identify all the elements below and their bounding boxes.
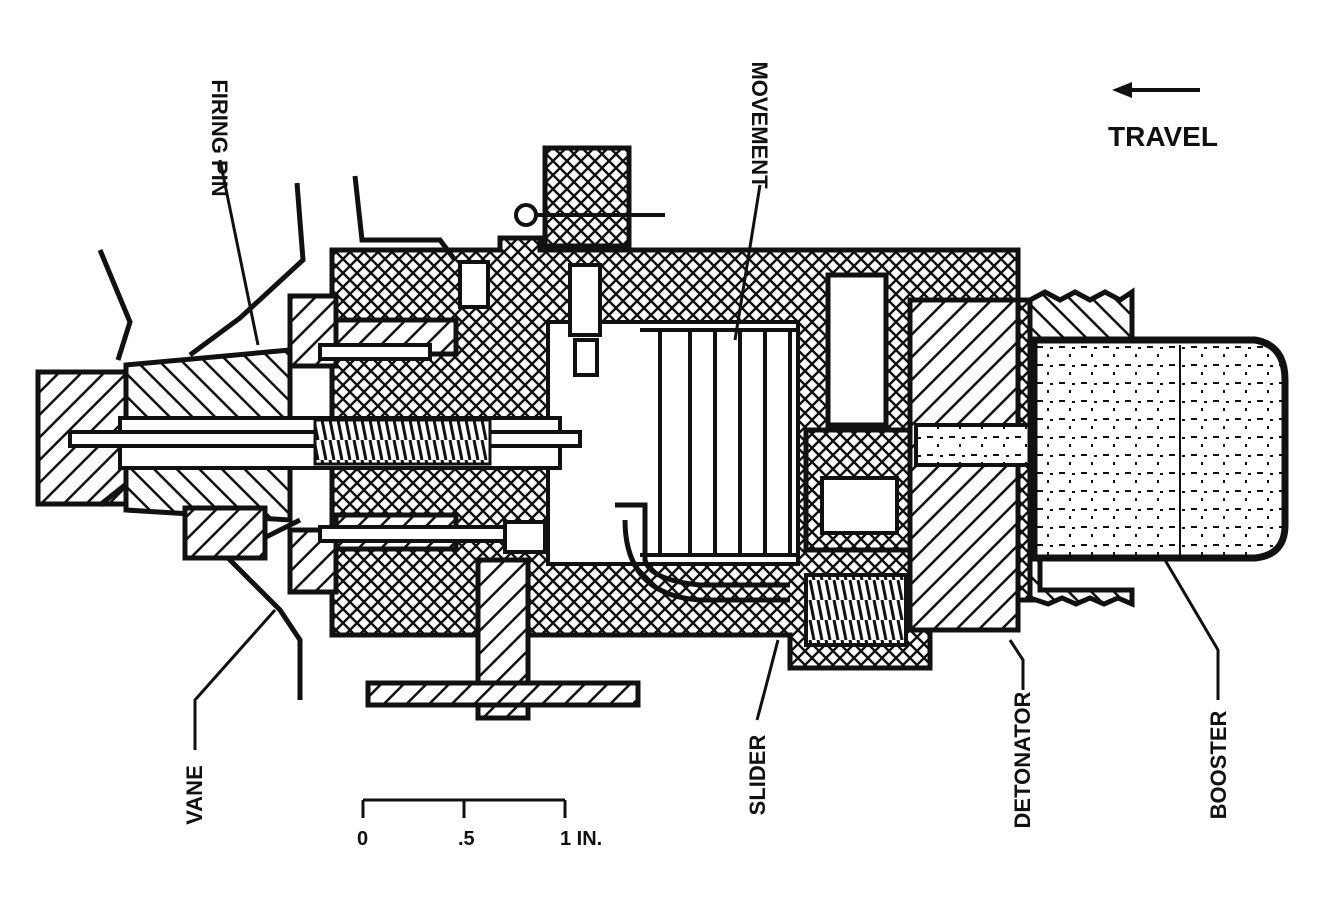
movement-label: MOVEMENT	[747, 61, 772, 189]
travel-label: TRAVEL	[1108, 121, 1218, 152]
arming-vane	[97, 175, 457, 700]
booster-assembly	[1027, 287, 1289, 608]
booster-charge	[1030, 336, 1289, 562]
top-plug	[514, 145, 665, 249]
booster-label: BOOSTER	[1206, 711, 1231, 820]
scale-tick-half: .5	[458, 828, 475, 850]
firing-pin-spring	[313, 418, 492, 466]
detonator-part	[914, 423, 1036, 467]
movement-gear-train	[640, 328, 800, 557]
mounting-flange	[365, 557, 641, 721]
scale-tick-1: 1 IN.	[560, 828, 602, 850]
vane-label: VANE	[182, 765, 207, 825]
leader-lines	[193, 159, 1220, 750]
travel-arrow	[1112, 82, 1200, 98]
escape-tube	[615, 502, 790, 588]
scale-bar: 0 .5 1 IN.	[357, 798, 602, 850]
slider-label: SLIDER	[745, 735, 770, 816]
scale-tick-0: 0	[357, 828, 368, 850]
nose-assembly	[35, 260, 602, 595]
firing-pin-label: FIRING PIN	[207, 79, 232, 196]
detonator-label: DETONATOR	[1010, 691, 1035, 828]
